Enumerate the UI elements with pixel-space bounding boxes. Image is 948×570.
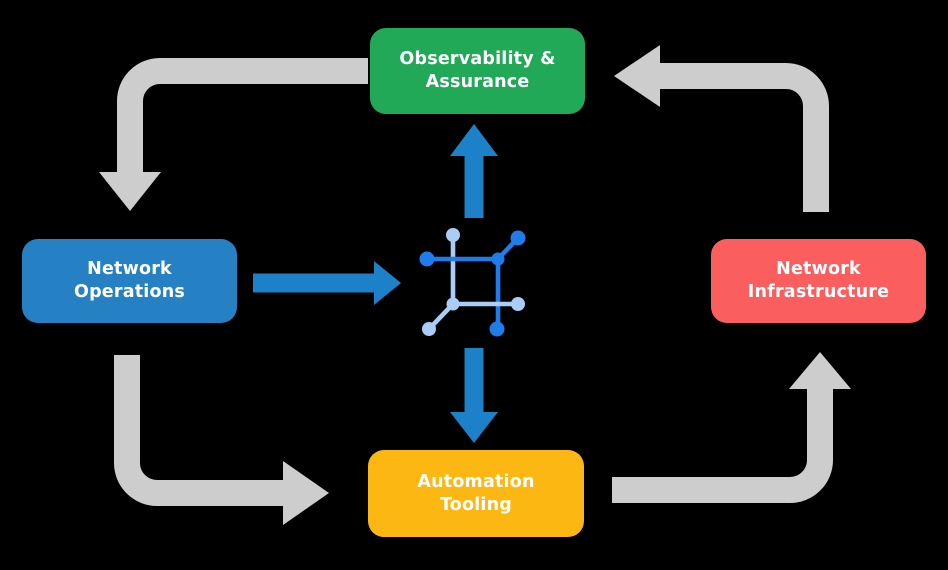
arrow-shaft	[659, 63, 829, 212]
icon-top-node	[446, 228, 460, 242]
icon-bottom-node	[489, 321, 505, 337]
cycle-arrow-automation-to-infrastructure	[612, 352, 851, 503]
network-fabric-icon	[419, 228, 526, 337]
icon-bottomleft-junction	[446, 297, 460, 311]
cycle-arrow-infrastructure-to-observability	[614, 45, 829, 212]
flow-arrow-center-to-automation	[450, 348, 498, 443]
flow-arrow-center-to-observability	[450, 124, 498, 218]
arrow-head	[614, 45, 660, 107]
arrow-head	[283, 461, 329, 525]
node-label-line: Tooling	[439, 494, 513, 515]
arrow-shaft	[114, 355, 284, 506]
arrow-head	[789, 352, 851, 389]
arrow-head	[450, 124, 498, 156]
node-label-line: Automation	[417, 471, 535, 492]
icon-topright-junction	[491, 252, 505, 266]
arrow-head	[374, 261, 401, 305]
node-label-line: Infrastructure	[747, 282, 890, 302]
icon-left-node	[419, 251, 435, 267]
node-automation-tooling: Automation Tooling	[368, 450, 584, 537]
node-network-infrastructure: Network Infrastructure	[711, 239, 926, 323]
arrow-head	[450, 412, 498, 443]
node-observability-assurance: Observability & Assurance	[370, 28, 585, 114]
node-label-line: Assurance	[425, 72, 530, 92]
node-label-line: Observability &	[399, 49, 556, 69]
node-label-line: Network	[87, 259, 172, 279]
node-label-line: Operations	[74, 282, 185, 302]
icon-bottomleft-node	[422, 322, 436, 336]
icon-topright-node	[510, 230, 526, 246]
icon-right-node	[511, 297, 525, 311]
cycle-arrow-operations-to-automation	[114, 355, 329, 525]
arrow-shaft	[117, 58, 368, 173]
arrow-head	[99, 172, 161, 211]
flow-arrow-operations-to-center	[253, 261, 401, 305]
node-network-operations: Network Operations	[22, 239, 237, 323]
arrow-shaft	[612, 389, 833, 503]
cycle-arrow-observability-to-operations	[99, 58, 368, 211]
node-label-line: Network	[776, 259, 861, 279]
